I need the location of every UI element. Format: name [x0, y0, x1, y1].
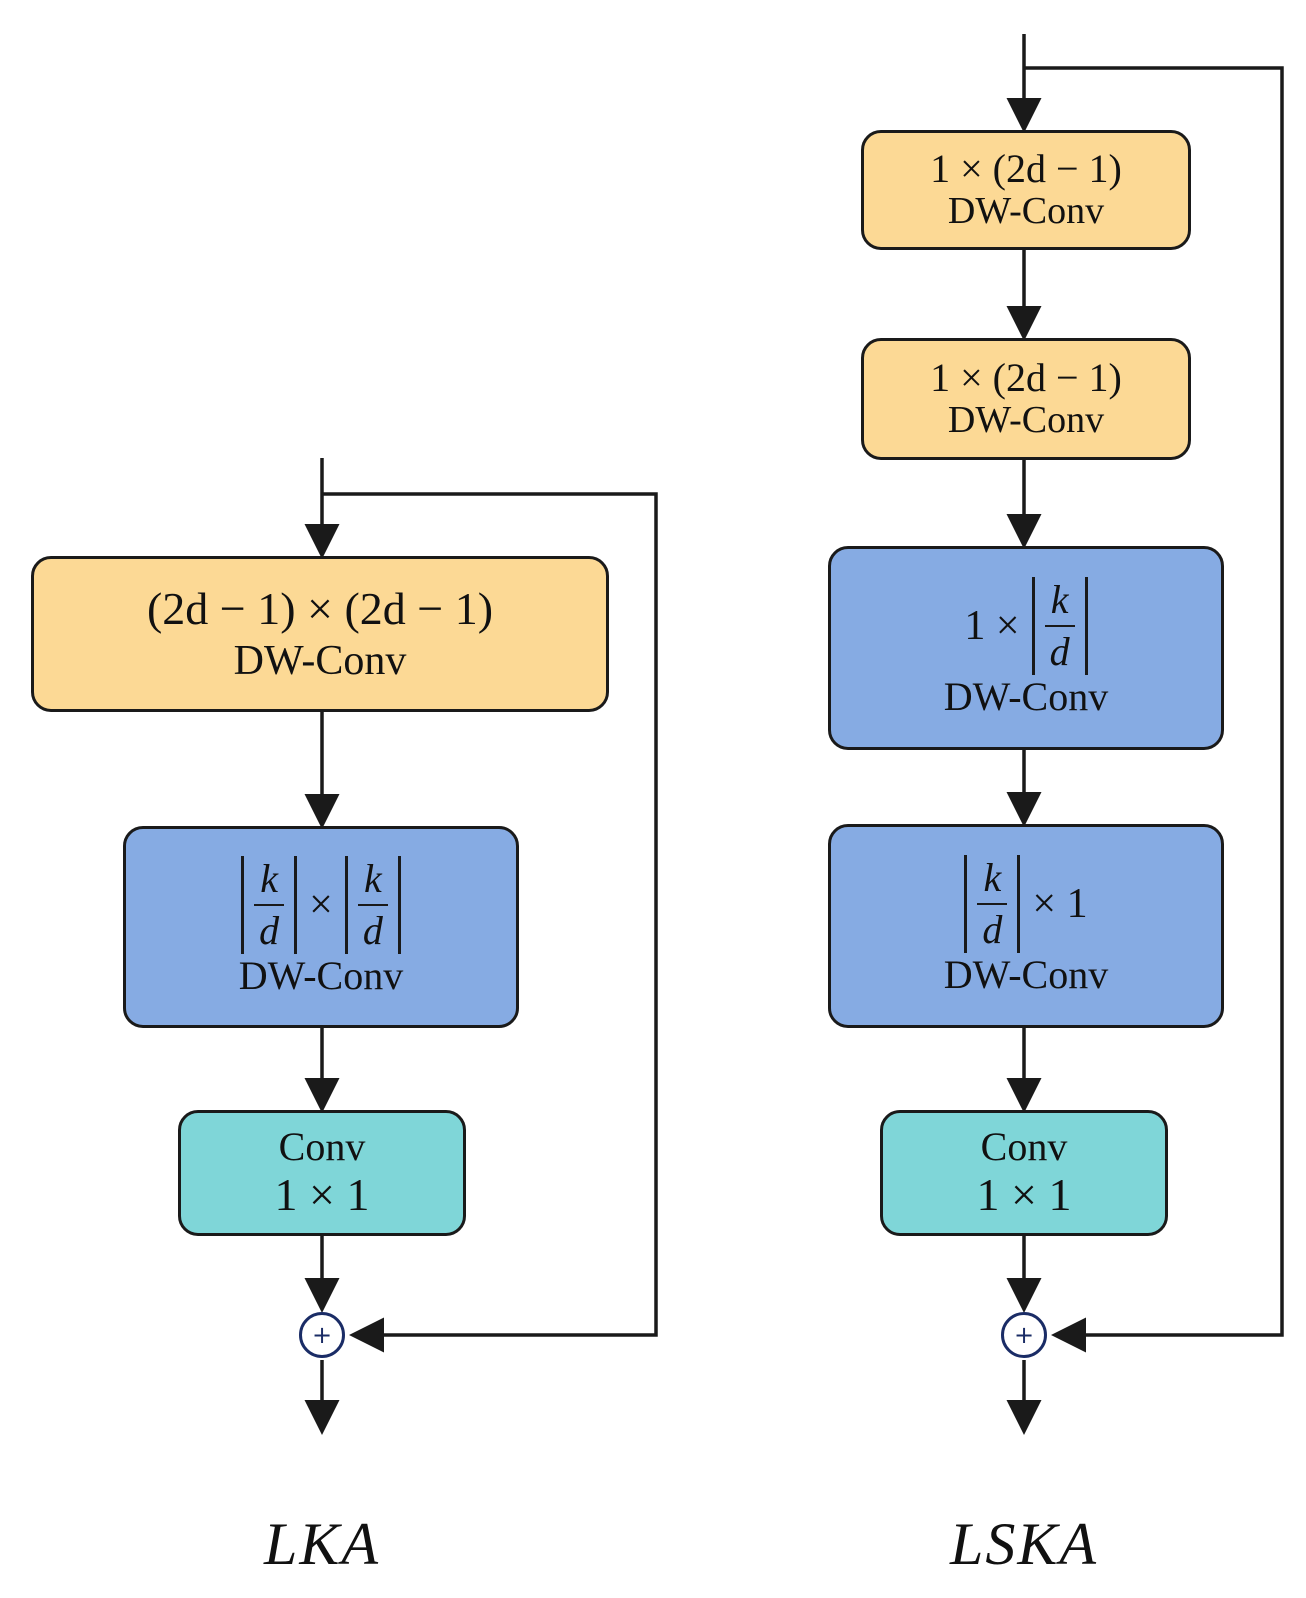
lka-conv-size: 1 × 1 [274, 1168, 370, 1220]
lska-block3-prefix: 1 × [964, 602, 1020, 649]
lska-horizontal-dw-conv-block: 1 × (2d − 1) DW-Conv [861, 130, 1191, 250]
floor-bracket: k d [241, 856, 298, 954]
fraction-bar [357, 904, 388, 906]
lska-sum-node: + [1001, 1312, 1047, 1358]
fraction-bar [977, 903, 1008, 905]
fraction: k d [357, 856, 388, 954]
lska-conv-1x1-block: Conv 1 × 1 [880, 1110, 1168, 1236]
fraction: k d [254, 856, 285, 954]
lska-conv-label: Conv [980, 1123, 1068, 1169]
denominator: d [1049, 629, 1070, 674]
numerator: k [260, 856, 279, 901]
lka-dw-kernel-size: k d × k d [235, 856, 407, 954]
lska-block1-kernel: 1 × (2d − 1) [930, 146, 1122, 192]
lska-block2-label: DW-Conv [947, 399, 1105, 442]
times-symbol: × [309, 881, 333, 928]
fraction-bar [1044, 625, 1075, 627]
numerator: k [1050, 577, 1069, 622]
lka-kernel-size: (2d − 1) × (2d − 1) [146, 582, 494, 634]
lska-horizontal-dilated-dw-conv-block: 1 × k d DW-Conv [828, 546, 1224, 750]
fraction: k d [977, 855, 1008, 953]
lska-block4-label: DW-Conv [943, 952, 1109, 997]
lska-conv-size: 1 × 1 [976, 1168, 1072, 1220]
lka-conv-label: Conv [278, 1123, 366, 1169]
lka-dilated-dw-conv-block: (2d − 1) × (2d − 1) DW-Conv [31, 556, 609, 712]
fraction: k d [1044, 577, 1075, 675]
floor-bracket: k d [1031, 577, 1088, 675]
lska-block4-kernel: k d × 1 [958, 855, 1093, 953]
lska-caption: LSKA [949, 1511, 1099, 1577]
lska-block1-label: DW-Conv [947, 190, 1105, 233]
lska-vertical-dw-conv-block: 1 × (2d − 1) DW-Conv [861, 338, 1191, 460]
denominator: d [259, 908, 280, 953]
lska-block4-suffix: × 1 [1032, 880, 1088, 927]
lska-block3-label: DW-Conv [943, 674, 1109, 719]
lska-vertical-dilated-dw-conv-block: k d × 1 DW-Conv [828, 824, 1224, 1028]
lka-conv-1x1-block: Conv 1 × 1 [178, 1110, 466, 1236]
lska-block3-kernel: 1 × k d [958, 577, 1093, 675]
denominator: d [982, 907, 1003, 952]
lka-block1-label: DW-Conv [233, 638, 407, 685]
numerator: k [983, 855, 1002, 900]
floor-bracket: k d [344, 856, 401, 954]
lka-block2-label: DW-Conv [238, 953, 404, 998]
fraction-bar [254, 904, 285, 906]
lka-dw-conv-block: k d × k d DW-Conv [123, 826, 519, 1028]
floor-bracket: k d [964, 855, 1021, 953]
lska-block2-kernel: 1 × (2d − 1) [930, 355, 1122, 401]
lka-sum-node: + [299, 1312, 345, 1358]
lka-skip-connection [322, 492, 658, 1353]
numerator: k [363, 856, 382, 901]
denominator: d [362, 908, 383, 953]
lska-skip-connection [1024, 66, 1284, 1353]
lka-caption: LKA [263, 1511, 381, 1577]
